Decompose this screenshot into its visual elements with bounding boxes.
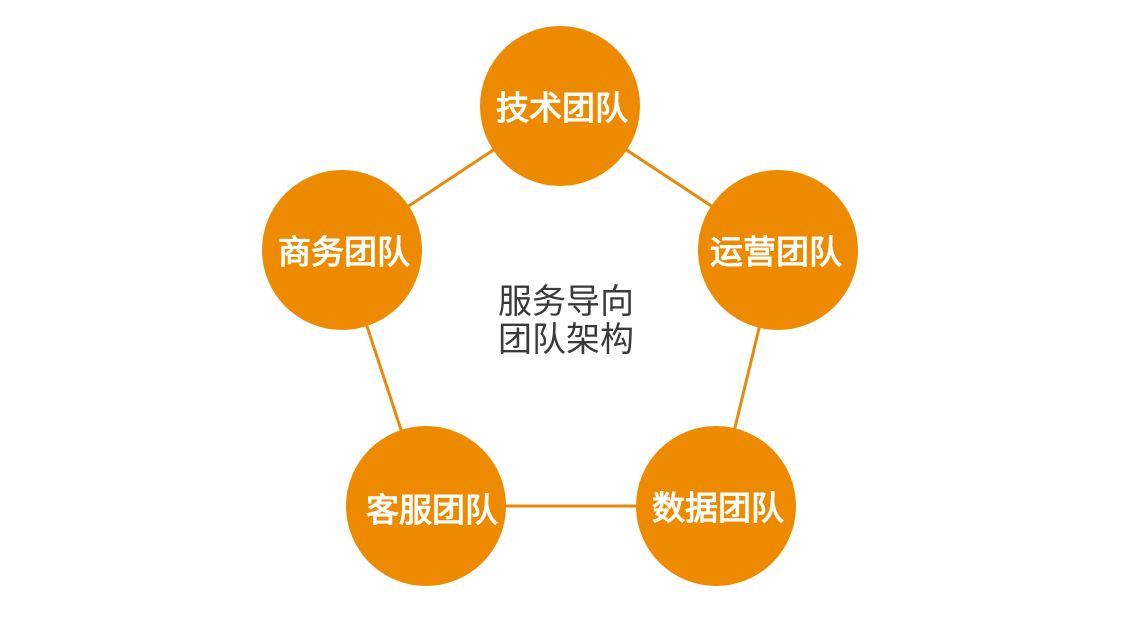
node-tech-label: 技术团队: [496, 89, 629, 128]
node-biz-label: 商务团队: [278, 233, 411, 272]
node-data-circle: [636, 426, 796, 586]
node-biz-team: 商务团队: [262, 170, 422, 330]
node-data-team: 数据团队: [636, 426, 796, 586]
node-data-label: 数据团队: [652, 489, 785, 528]
node-ops-label: 运营团队: [710, 233, 843, 272]
node-ops-team: 运营团队: [698, 170, 858, 330]
node-tech-circle: [480, 26, 640, 186]
node-ops-circle: [698, 170, 858, 330]
center-title-line1: 服务导向: [498, 282, 634, 322]
node-cs-label: 客服团队: [366, 491, 499, 530]
center-title-line2: 团队架构: [498, 320, 634, 360]
node-tech-team: 技术团队: [480, 26, 640, 186]
node-biz-circle: [262, 170, 422, 330]
node-cs-circle: [346, 426, 506, 586]
node-cs-team: 客服团队: [346, 426, 506, 586]
